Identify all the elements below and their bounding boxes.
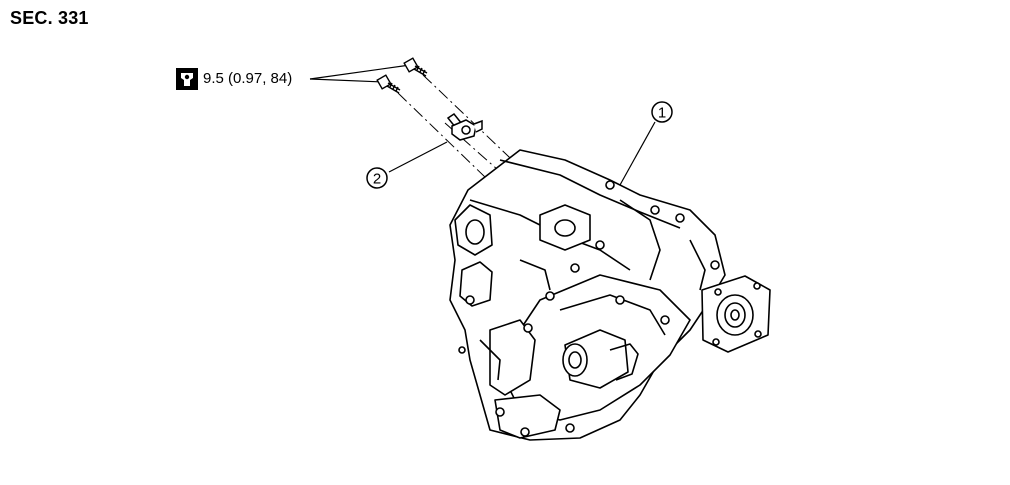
torque-leader-lines xyxy=(309,64,411,83)
torque-spec-label: 9.5 (0.97, 84) xyxy=(203,70,293,87)
bolt-upper xyxy=(403,57,428,77)
sensor xyxy=(446,112,483,141)
torque-wrench-icon xyxy=(176,68,198,90)
callout-1: 1 xyxy=(619,101,673,186)
callout-2: 2 xyxy=(366,141,448,189)
transfer-assembly xyxy=(449,149,771,441)
bolt-lower xyxy=(376,74,401,94)
section-label: SEC. 331 xyxy=(10,8,89,28)
callout-number-1: 1 xyxy=(658,105,666,122)
callout-number-2: 2 xyxy=(373,171,381,188)
